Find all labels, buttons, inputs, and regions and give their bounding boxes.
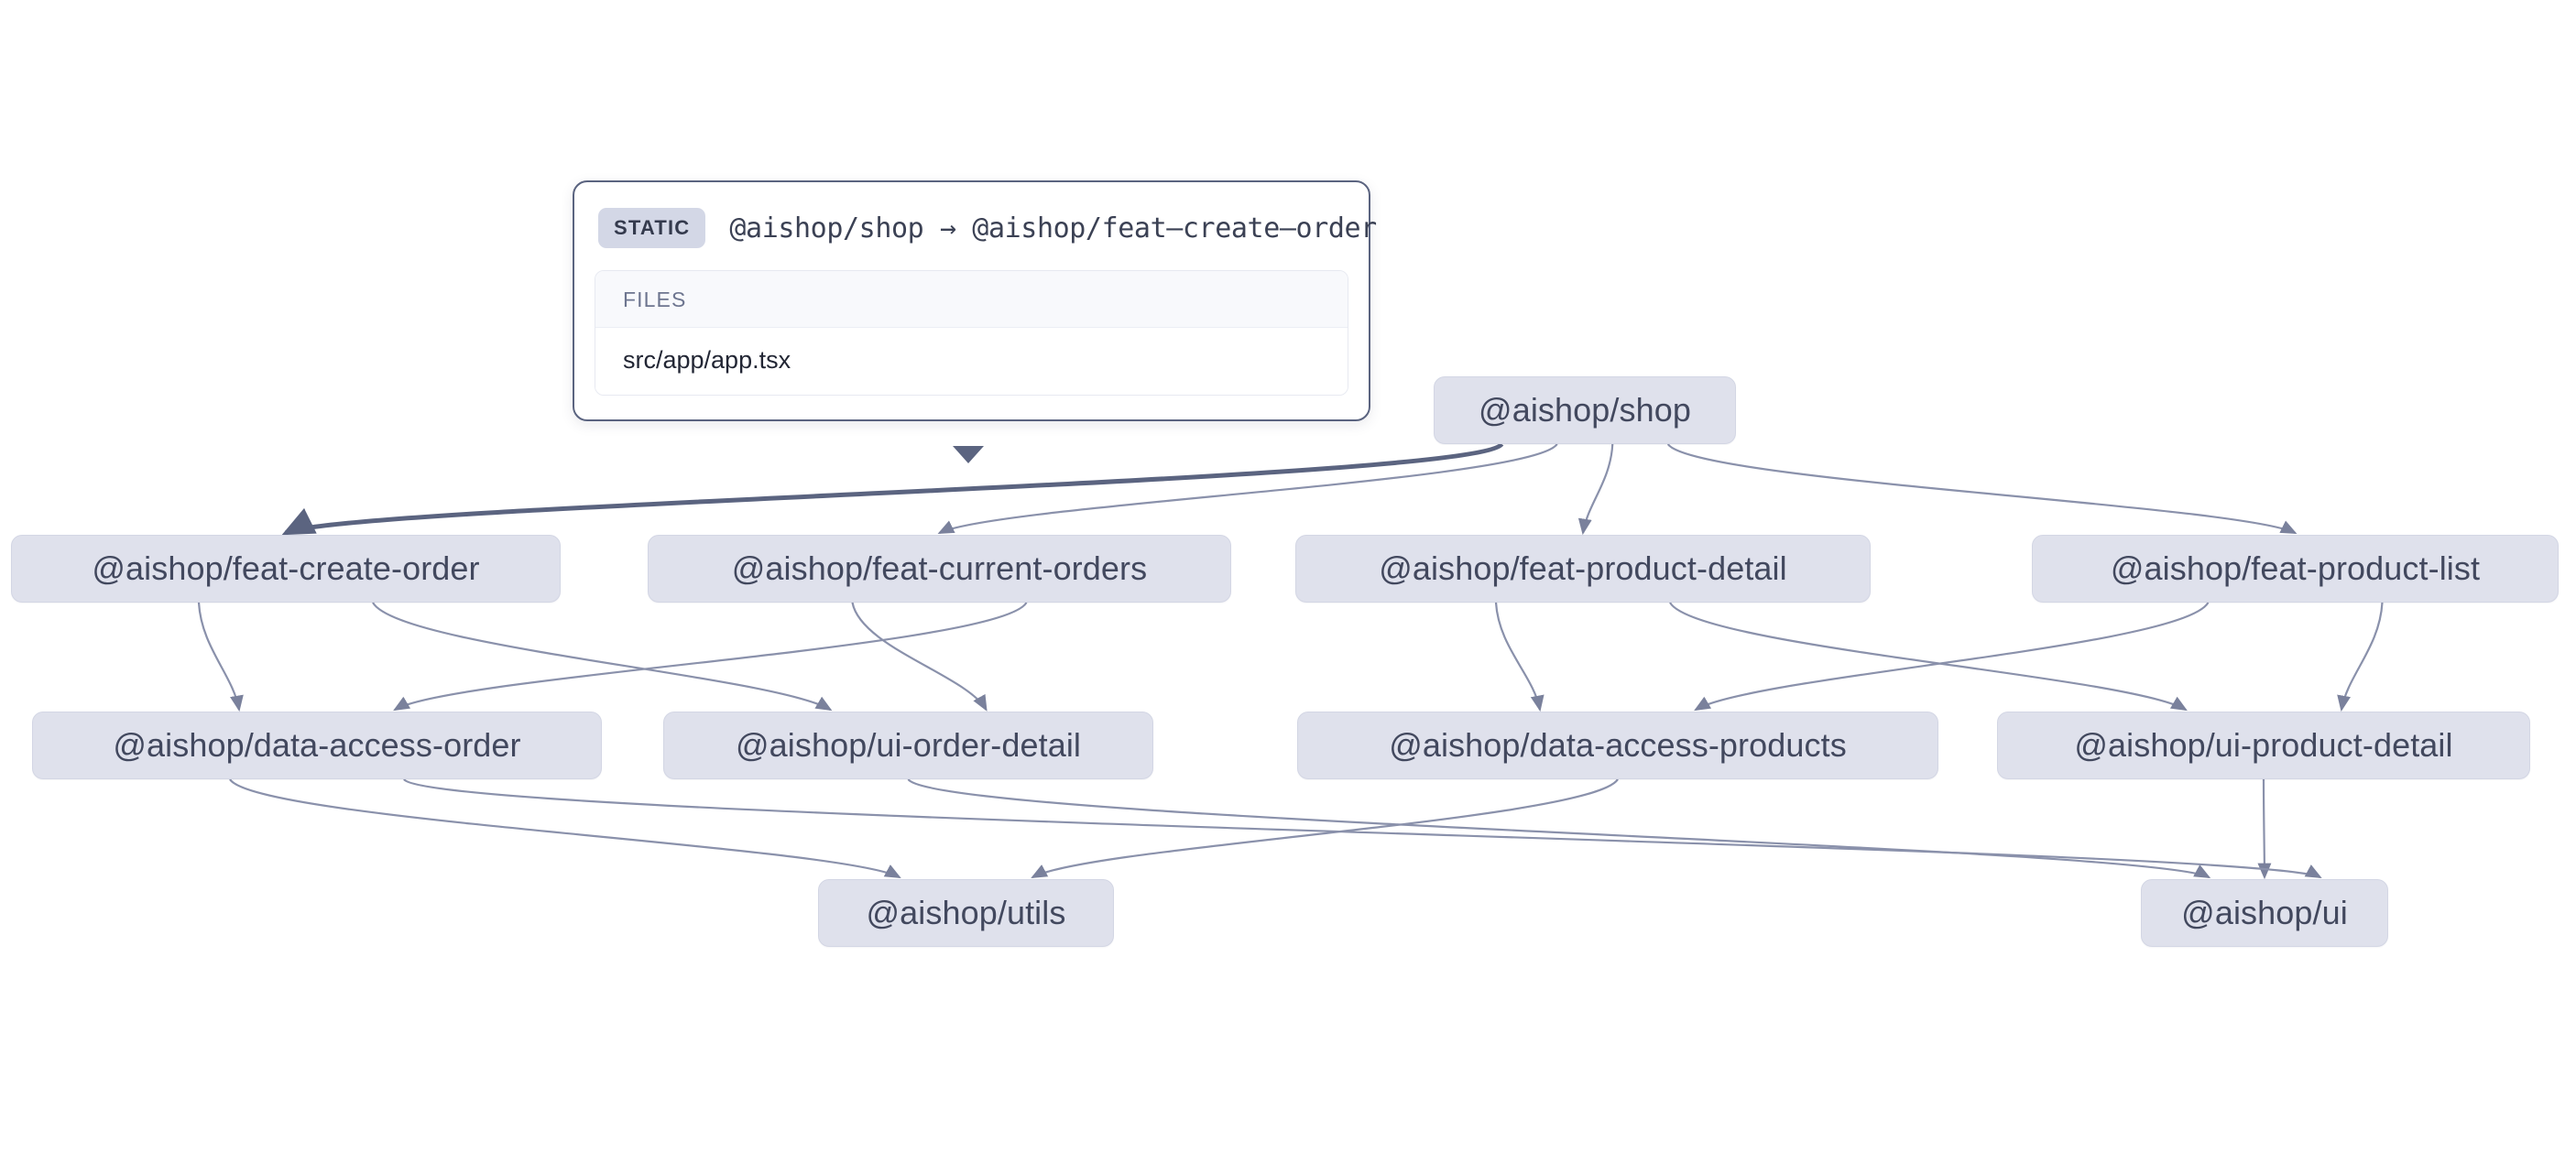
tooltip-header: STATIC @aishop/shop → @aishop/feat–creat… — [595, 202, 1377, 257]
graph-edge-feat-current-orders-to-ui-order-detail[interactable] — [851, 602, 988, 712]
graph-edge-feat-create-order-to-data-access-order[interactable] — [197, 602, 244, 712]
graph-node-label: @aishop/feat-current-orders — [731, 549, 1148, 587]
graph-edge-feat-product-detail-to-ui-product-detail[interactable] — [1669, 602, 2188, 712]
graph-edge-data-access-products-to-utils[interactable] — [1031, 778, 1619, 879]
graph-node-data-access-order[interactable]: @aishop/data-access-order — [32, 712, 602, 779]
graph-node-label: @aishop/feat-product-detail — [1379, 549, 1787, 587]
graph-node-label: @aishop/utils — [866, 894, 1066, 931]
graph-node-label: @aishop/shop — [1479, 391, 1691, 429]
graph-edge-feat-product-detail-to-data-access-products[interactable] — [1494, 602, 1545, 712]
graph-node-feat-current-orders[interactable]: @aishop/feat-current-orders — [648, 535, 1231, 603]
graph-node-data-access-products[interactable]: @aishop/data-access-products — [1297, 712, 1938, 779]
graph-node-label: @aishop/data-access-products — [1389, 726, 1847, 764]
graph-node-utils[interactable]: @aishop/utils — [818, 879, 1114, 947]
static-badge: STATIC — [598, 208, 706, 248]
graph-edge-feat-product-list-to-ui-product-detail[interactable] — [2337, 602, 2384, 712]
tooltip-title: @aishop/shop → @aishop/feat–create–order — [729, 212, 1377, 245]
graph-node-label: @aishop/feat-create-order — [92, 549, 480, 587]
graph-node-label: @aishop/ui-order-detail — [735, 726, 1082, 764]
tooltip-pointer-icon — [953, 446, 984, 463]
graph-edge-shop-to-feat-product-list[interactable] — [1666, 443, 2298, 534]
graph-node-label: @aishop/ui-product-detail — [2074, 726, 2453, 764]
graph-edge-feat-product-list-to-data-access-products[interactable] — [1694, 602, 2210, 712]
files-panel: FILES src/app/app.tsx — [595, 270, 1348, 396]
graph-edge-ui-product-detail-to-ui[interactable] — [2257, 778, 2272, 880]
graph-node-label: @aishop/data-access-order — [113, 726, 521, 764]
graph-edge-shop-to-feat-current-orders[interactable] — [937, 443, 1558, 534]
graph-edge-ui-order-detail-to-ui[interactable] — [907, 778, 2211, 879]
graph-edge-data-access-order-to-ui[interactable] — [403, 778, 2322, 879]
graph-node-shop[interactable]: @aishop/shop — [1434, 376, 1736, 444]
file-list-item[interactable]: src/app/app.tsx — [595, 328, 1348, 395]
graph-node-ui-order-detail[interactable]: @aishop/ui-order-detail — [663, 712, 1153, 779]
graph-node-feat-product-detail[interactable]: @aishop/feat-product-detail — [1295, 535, 1871, 603]
files-section-header: FILES — [595, 271, 1348, 328]
graph-edge-shop-to-feat-product-detail[interactable] — [1577, 443, 1614, 536]
graph-node-ui[interactable]: @aishop/ui — [2141, 879, 2388, 947]
graph-node-label: @aishop/ui — [2181, 894, 2348, 931]
graph-node-label: @aishop/feat-product-list — [2110, 549, 2481, 587]
dependency-tooltip[interactable]: STATIC @aishop/shop → @aishop/feat–creat… — [573, 180, 1377, 421]
graph-node-ui-product-detail[interactable]: @aishop/ui-product-detail — [1997, 712, 2530, 779]
graph-edge-feat-current-orders-to-data-access-order[interactable] — [393, 602, 1028, 712]
graph-node-feat-create-order[interactable]: @aishop/feat-create-order — [11, 535, 561, 603]
graph-edge-data-access-order-to-utils[interactable] — [229, 778, 901, 879]
graph-edge-feat-create-order-to-ui-order-detail[interactable] — [372, 602, 833, 712]
graph-node-feat-product-list[interactable]: @aishop/feat-product-list — [2032, 535, 2559, 603]
graph-edge-shop-to-feat-create-order[interactable] — [281, 442, 1504, 536]
